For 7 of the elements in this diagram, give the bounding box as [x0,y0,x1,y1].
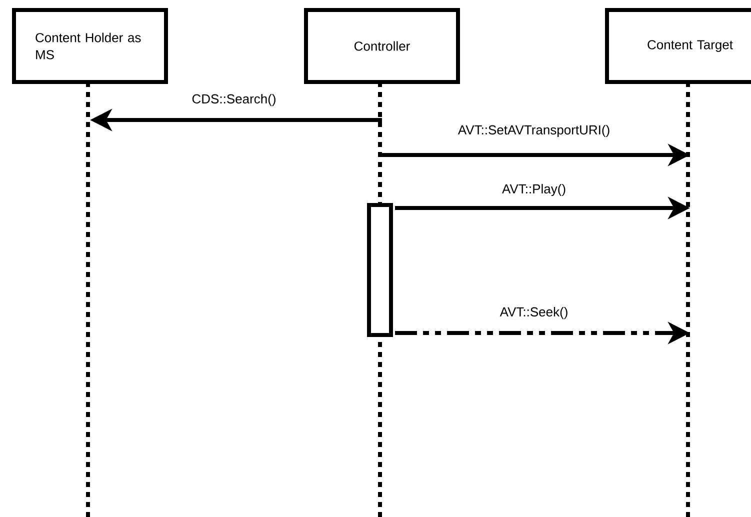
edge-label: CDS::Search() [190,92,278,108]
participant-box: Content Target [605,8,751,84]
edge-label: AVT::SetAVTransportURI() [456,124,612,138]
edge-label: AVT::Seek() [498,306,570,320]
edge-label: AVT::Play() [500,182,568,198]
participant-box: Content Holder as MS [12,8,168,84]
participant-box: Controller [304,8,460,84]
